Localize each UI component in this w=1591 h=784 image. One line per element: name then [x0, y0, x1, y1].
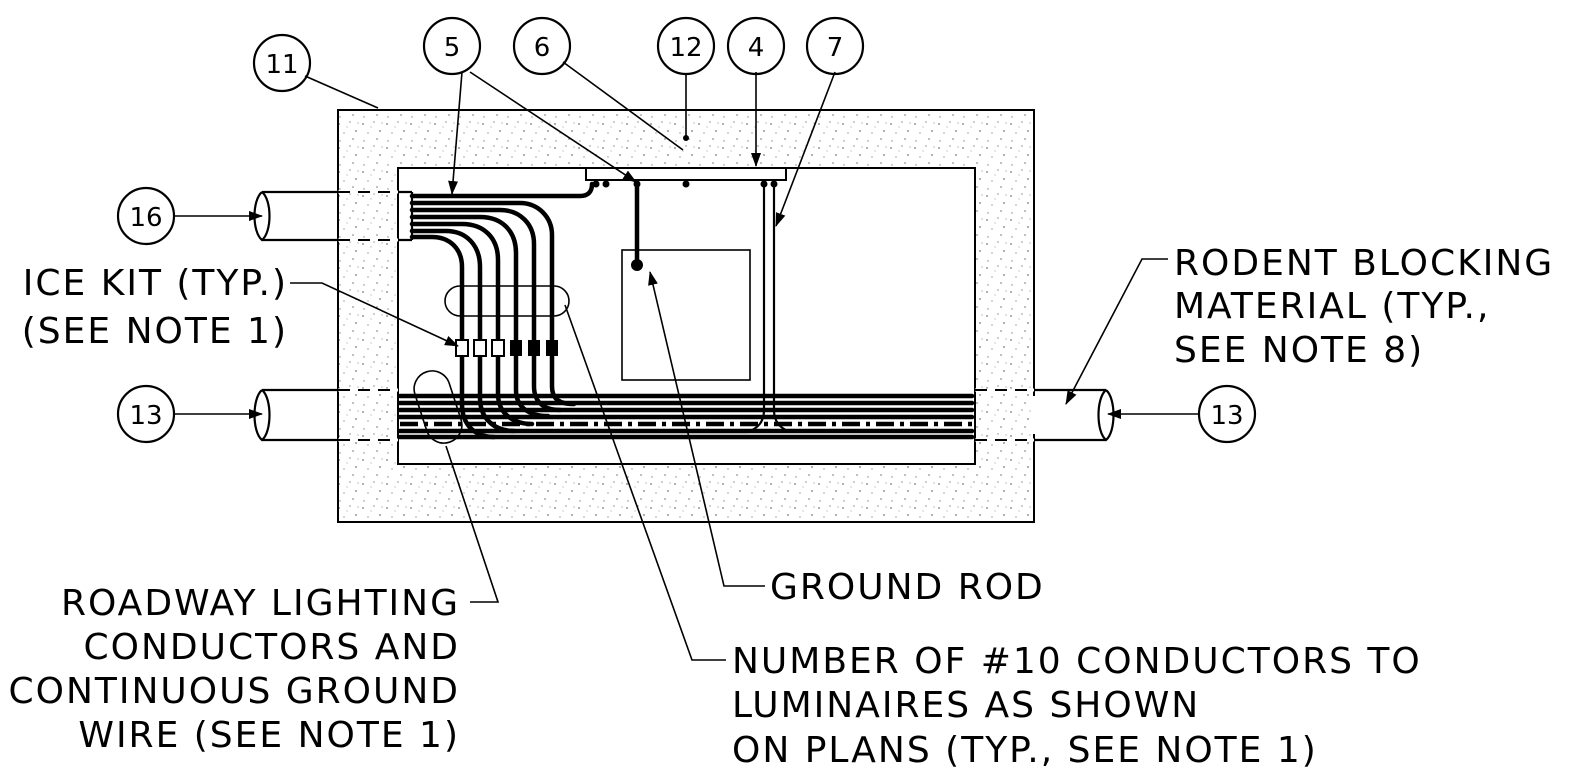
callout-4: 4 [726, 16, 786, 76]
svg-text:13: 13 [129, 401, 162, 431]
svg-text:WIRE (SEE NOTE 1): WIRE (SEE NOTE 1) [78, 715, 460, 756]
callout-16: 16 [116, 186, 176, 246]
leader-lines [174, 61, 1198, 661]
svg-text:SEE NOTE 8): SEE NOTE 8) [1174, 330, 1424, 371]
svg-text:ROADWAY LIGHTING: ROADWAY LIGHTING [61, 583, 460, 624]
svg-text:LUMINAIRES AS SHOWN: LUMINAIRES AS SHOWN [732, 685, 1200, 726]
ground-bus-bar [585, 167, 787, 188]
svg-text:ON PLANS (TYP., SEE NOTE 1): ON PLANS (TYP., SEE NOTE 1) [732, 730, 1318, 771]
conduit-13-right [975, 388, 1115, 442]
callout-11: 11 [252, 33, 312, 93]
luminaire-conductors [409, 181, 595, 440]
ground-wire [470, 184, 791, 434]
callout-6: 6 [512, 16, 572, 76]
svg-text:5: 5 [444, 33, 461, 63]
callout-5: 5 [422, 16, 482, 76]
svg-text:CONTINUOUS GROUND: CONTINUOUS GROUND [8, 671, 460, 712]
callout-12: 12 [656, 16, 716, 76]
svg-text:NUMBER OF #10 CONDUCTORS TO: NUMBER OF #10 CONDUCTORS TO [732, 641, 1422, 682]
svg-text:MATERIAL (TYP.,: MATERIAL (TYP., [1174, 286, 1490, 327]
svg-text:7: 7 [827, 33, 844, 63]
conduit-13-left [253, 388, 398, 442]
svg-text:12: 12 [669, 33, 702, 63]
callout-13-right: 13 [1197, 384, 1257, 444]
splice-kits [455, 339, 558, 357]
number-of-conductors-label: NUMBER OF #10 CONDUCTORS TO LUMINAIRES A… [732, 641, 1422, 771]
ground-rod-label: GROUND ROD [770, 567, 1045, 608]
svg-text:RODENT BLOCKING: RODENT BLOCKING [1174, 243, 1554, 284]
svg-text:GROUND ROD: GROUND ROD [770, 567, 1045, 608]
svg-text:16: 16 [129, 203, 162, 233]
svg-text:CONDUCTORS AND: CONDUCTORS AND [83, 627, 460, 668]
roadway-lighting-label: ROADWAY LIGHTING CONDUCTORS AND CONTINUO… [8, 583, 460, 756]
svg-text:ICE KIT (TYP.): ICE KIT (TYP.) [23, 263, 288, 304]
highlight-ovals [413, 285, 570, 444]
svg-text:11: 11 [265, 50, 298, 80]
splice-kit-label: ICE KIT (TYP.) (SEE NOTE 1) [22, 263, 288, 352]
rodent-blocking-label: RODENT BLOCKING MATERIAL (TYP., SEE NOTE… [1174, 243, 1554, 371]
callout-7: 7 [805, 16, 865, 76]
svg-text:4: 4 [748, 33, 765, 63]
ground-rod [621, 181, 751, 381]
callout-13-left: 13 [116, 384, 176, 444]
svg-text:(SEE NOTE 1): (SEE NOTE 1) [22, 311, 288, 352]
svg-text:13: 13 [1210, 401, 1243, 431]
svg-text:6: 6 [534, 33, 551, 63]
